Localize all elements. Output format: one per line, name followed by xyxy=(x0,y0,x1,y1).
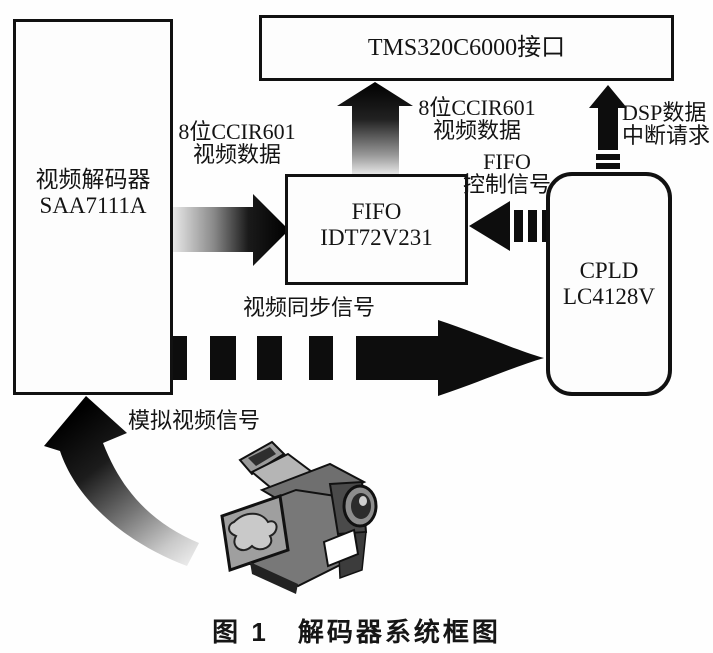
arrow-cpld-to-dsp xyxy=(589,85,627,169)
block-cpld-name: CPLD xyxy=(579,258,639,284)
arrow-decoder-to-fifo xyxy=(173,194,289,266)
label-ccir601-left: 8位CCIR601 视频数据 xyxy=(175,120,299,166)
arrow-decoder-to-cpld xyxy=(173,320,544,396)
label-fifo-control: FIFO 控制信号 xyxy=(462,150,552,196)
arrow-fifo-to-dsp xyxy=(337,82,413,176)
block-video-decoder: 视频解码器 SAA7111A xyxy=(13,19,173,395)
block-dsp-interface: TMS320C6000接口 xyxy=(259,15,674,81)
label-video-sync: 视频同步信号 xyxy=(243,295,376,320)
block-cpld: CPLD LC4128V xyxy=(546,172,672,396)
arrow-camera-to-decoder xyxy=(44,396,199,566)
label-dsp-interrupt-line1: DSP数据 xyxy=(622,100,707,125)
block-video-decoder-name: 视频解码器 xyxy=(35,167,151,193)
block-video-decoder-part: SAA7111A xyxy=(39,193,147,218)
label-ccir601-left-line1: 8位CCIR601 xyxy=(178,119,296,144)
block-cpld-part: LC4128V xyxy=(563,284,655,309)
label-ccir601-top-line2: 视频数据 xyxy=(432,118,521,143)
label-dsp-interrupt: DSP数据 中断请求 xyxy=(622,101,713,147)
label-ccir601-top: 8位CCIR601 视频数据 xyxy=(412,96,542,142)
camcorder-icon xyxy=(220,440,378,594)
label-ccir601-left-line2: 视频数据 xyxy=(192,142,281,167)
block-dsp-interface-label: TMS320C6000接口 xyxy=(367,34,566,61)
block-fifo-part: IDT72V231 xyxy=(320,224,433,250)
label-analog-video: 模拟视频信号 xyxy=(128,408,261,433)
label-fifo-control-line1: FIFO xyxy=(483,149,531,174)
label-dsp-interrupt-line2: 中断请求 xyxy=(622,123,711,148)
block-fifo: FIFO IDT72V231 xyxy=(285,174,468,285)
figure-caption: 图 1 解码器系统框图 xyxy=(212,617,501,647)
block-fifo-name: FIFO xyxy=(351,198,402,224)
label-ccir601-top-line1: 8位CCIR601 xyxy=(418,95,536,120)
arrow-cpld-to-fifo xyxy=(469,201,551,251)
label-fifo-control-line2: 控制信号 xyxy=(462,172,551,197)
